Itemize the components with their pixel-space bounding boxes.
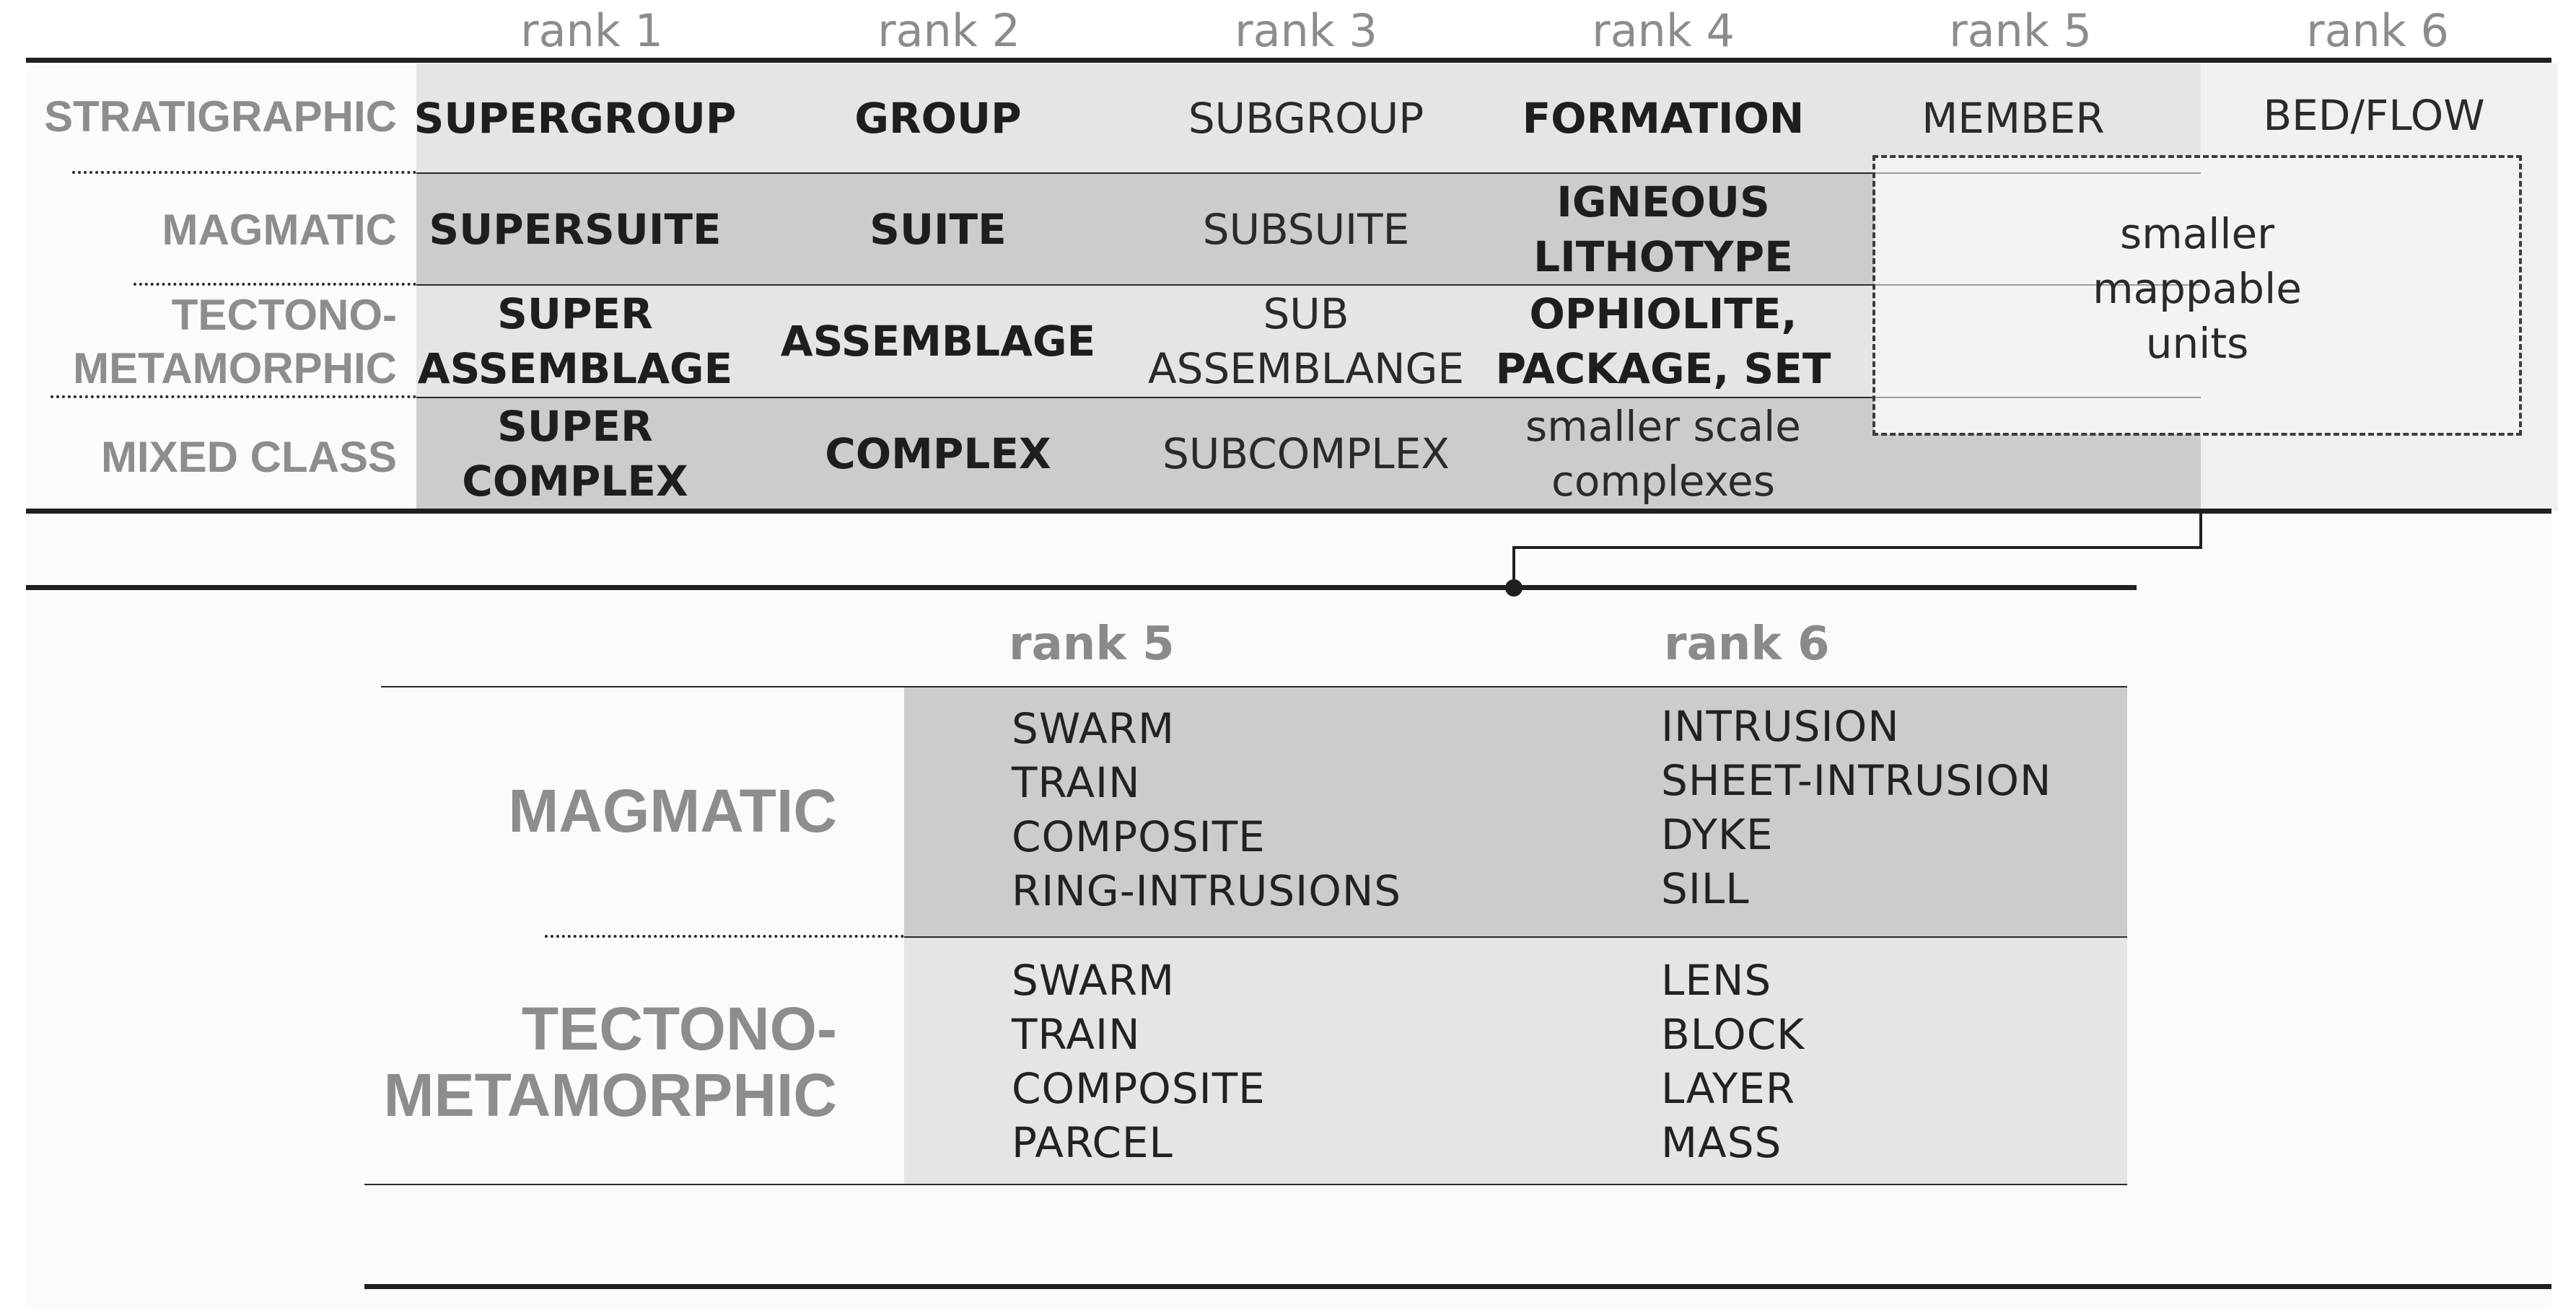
cell-subgroup: SUBGROUP bbox=[1188, 93, 1424, 143]
list-item: SILL bbox=[1661, 864, 1750, 913]
row-divider-2-ext bbox=[1874, 284, 2201, 286]
lower-row-tectono-bg bbox=[904, 938, 2127, 1184]
lower-row-magmatic-bg bbox=[904, 687, 2127, 936]
list-item: LAYER bbox=[1661, 1064, 1796, 1113]
cell-formation: FORMATION bbox=[1522, 93, 1805, 143]
row-label-tectono-line: METAMORPHIC bbox=[73, 344, 397, 392]
rank-header-5: rank 5 bbox=[1949, 4, 2092, 57]
lower-label-magmatic: MAGMATIC bbox=[508, 777, 837, 845]
magmatic-rank5-list: SWARM TRAIN COMPOSITE RING-INTRUSIONS bbox=[1012, 702, 1401, 918]
cell-subsuite: SUBSUITE bbox=[1202, 204, 1410, 254]
cell-subcomplex: SUBCOMPLEX bbox=[1162, 428, 1450, 478]
smaller-units-region-bg bbox=[1874, 157, 2520, 434]
rank-header-3: rank 3 bbox=[1235, 4, 1377, 57]
list-item: DYKE bbox=[1661, 810, 1774, 859]
lower-label-tectono-line: METAMORPHIC bbox=[383, 1061, 837, 1129]
lower-row-divider bbox=[904, 936, 2127, 938]
rank-header-1: rank 1 bbox=[520, 4, 663, 57]
row-label-mixed-class: MIXED CLASS bbox=[100, 433, 397, 481]
cell-igneous-lithotype: IGNEOUS LITHOTYPE bbox=[1533, 177, 1793, 281]
lower-rank-header-6: rank 6 bbox=[1664, 617, 1830, 671]
list-item: SWARM bbox=[1012, 956, 1175, 1005]
lower-header-rule bbox=[381, 686, 2127, 687]
label-divider-2 bbox=[133, 283, 416, 286]
cell-bed-flow: BED/FLOW bbox=[2263, 90, 2485, 140]
list-item: COMPOSITE bbox=[1012, 1064, 1266, 1113]
row-label-stratigraphic: STRATIGRAPHIC bbox=[44, 92, 397, 141]
row-divider-1 bbox=[416, 172, 2201, 174]
label-divider-3 bbox=[51, 395, 416, 398]
list-item: RING-INTRUSIONS bbox=[1012, 866, 1402, 915]
row-divider-2 bbox=[416, 284, 1874, 286]
lower-bottom-thin-rule bbox=[364, 1184, 2127, 1185]
cell-super-assemblage: SUPER ASSEMBLAGE bbox=[417, 289, 733, 393]
cell-super-complex: SUPER COMPLEX bbox=[462, 401, 688, 506]
list-item: COMPOSITE bbox=[1012, 812, 1266, 861]
lower-label-tectono-line: TECTONO- bbox=[521, 995, 837, 1063]
smaller-mappable-units-label: smaller mappable units bbox=[2093, 209, 2302, 368]
cell-supergroup: SUPERGROUP bbox=[413, 93, 737, 143]
cell-member: MEMBER bbox=[1922, 93, 2105, 143]
list-item: TRAIN bbox=[1012, 1010, 1141, 1059]
cell-ophiolite-package-set: OPHIOLITE, PACKAGE, SET bbox=[1495, 289, 1831, 393]
list-item: SHEET-INTRUSION bbox=[1661, 756, 2052, 805]
cell-sub-assemblange: SUB ASSEMBLANGE bbox=[1147, 289, 1465, 393]
connector-line bbox=[1512, 509, 2202, 549]
cell-supersuite: SUPERSUITE bbox=[429, 204, 722, 254]
lower-top-rule bbox=[26, 585, 2137, 590]
upper-top-rule bbox=[26, 58, 2551, 63]
list-item: BLOCK bbox=[1661, 1010, 1805, 1059]
list-item: TRAIN bbox=[1012, 758, 1141, 807]
row-magmatic-bg bbox=[416, 174, 1874, 286]
rank-header-6: rank 6 bbox=[2306, 4, 2449, 57]
lower-label-tectono-metamorphic: TECTONO- METAMORPHIC bbox=[361, 995, 837, 1128]
row-label-tectono-line: TECTONO- bbox=[171, 291, 397, 339]
lower-rank-header-5: rank 5 bbox=[1009, 617, 1175, 671]
magmatic-rank6-list: INTRUSION SHEET-INTRUSION DYKE SILL bbox=[1661, 700, 2051, 916]
cell-suite: SUITE bbox=[869, 204, 1007, 254]
row-divider-3 bbox=[416, 397, 1874, 398]
row-label-magmatic: MAGMATIC bbox=[162, 206, 398, 254]
smaller-mappable-units-box bbox=[1872, 155, 2522, 436]
list-item: PARCEL bbox=[1012, 1118, 1173, 1167]
upper-bottom-rule bbox=[26, 509, 2551, 514]
tectono-rank5-list: SWARM TRAIN COMPOSITE PARCEL bbox=[1012, 954, 1266, 1170]
cell-smaller-scale-complexes: smaller scale complexes bbox=[1525, 401, 1801, 506]
row-tectono-bg bbox=[416, 286, 1874, 398]
cell-group: GROUP bbox=[854, 93, 1022, 143]
cell-assemblage: ASSEMBLAGE bbox=[780, 317, 1096, 366]
list-item: LENS bbox=[1661, 956, 1772, 1005]
row-divider-1-inner bbox=[1874, 172, 2201, 174]
connector-drop bbox=[1512, 546, 1515, 586]
list-item: SWARM bbox=[1012, 704, 1175, 753]
cell-complex: COMPLEX bbox=[825, 428, 1051, 478]
row-label-tectono-metamorphic: TECTONO- METAMORPHIC bbox=[14, 289, 397, 395]
rank-header-2: rank 2 bbox=[877, 4, 1020, 57]
list-item: INTRUSION bbox=[1661, 702, 1900, 751]
label-divider-1 bbox=[72, 171, 416, 174]
list-item: MASS bbox=[1661, 1118, 1782, 1167]
rank-header-4: rank 4 bbox=[1592, 4, 1735, 57]
lower-bottom-rule bbox=[364, 1284, 2551, 1289]
lower-label-divider bbox=[545, 935, 904, 938]
tectono-rank6-list: LENS BLOCK LAYER MASS bbox=[1661, 954, 1805, 1170]
row-divider-3-ext bbox=[1874, 397, 2201, 398]
